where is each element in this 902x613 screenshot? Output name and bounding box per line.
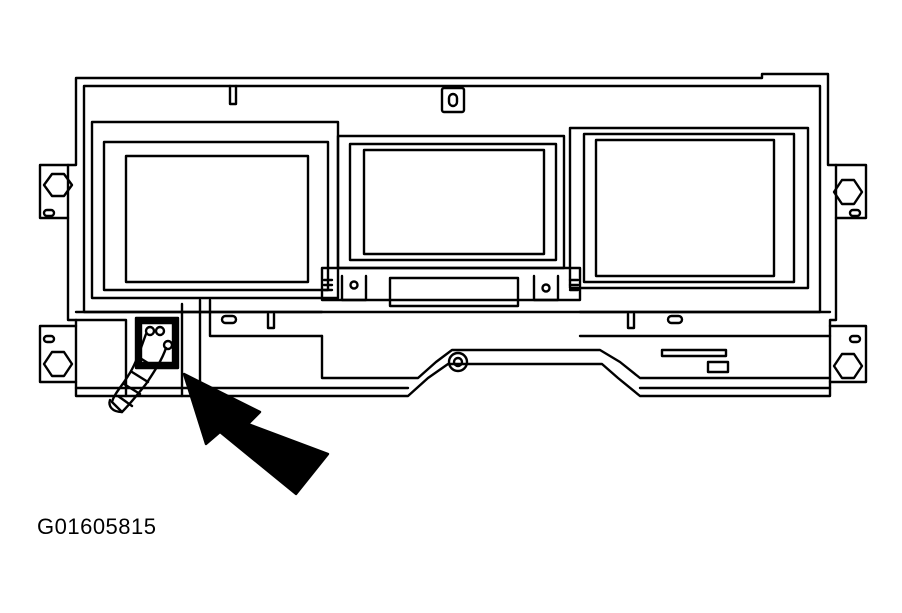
center-lower-module <box>322 268 580 300</box>
right-band-notch <box>628 314 634 328</box>
right-mounting-ear-top <box>836 165 866 218</box>
right-gauge-frame <box>584 134 794 282</box>
left-upper-bolt <box>44 174 72 196</box>
right-mounting-ear-bottom <box>830 326 866 382</box>
connector-pin <box>156 327 164 335</box>
left-mounting-ear-bottom <box>40 326 76 382</box>
right-upper-bolt <box>834 180 862 204</box>
wiring-harness <box>112 334 166 412</box>
center-module-bar <box>390 278 518 306</box>
center-module-outline <box>342 276 558 300</box>
top-clip-left <box>230 86 236 104</box>
left-gauge-lens <box>126 156 308 282</box>
center-module-screw-left <box>351 282 358 289</box>
left-lower-bolt <box>44 352 72 376</box>
lower-band-ledge <box>210 300 830 336</box>
right-band-label-strip <box>662 350 726 356</box>
left-lower-panel <box>76 304 182 396</box>
center-gauge-frame <box>350 144 556 260</box>
top-clip-center <box>442 88 464 112</box>
center-module-screw-right <box>543 285 550 292</box>
center-gauge-lens <box>364 150 544 254</box>
cluster-housing-outline <box>68 74 836 396</box>
center-module-ribs-right <box>570 280 578 290</box>
right-lower-slot <box>850 336 860 342</box>
wiring-harness-tape <box>118 358 156 406</box>
right-lower-bolt <box>834 354 862 378</box>
wiring-harness-end <box>110 400 123 412</box>
right-band-slot <box>668 316 682 323</box>
center-locating-pin-inner <box>454 358 462 366</box>
top-clip-center-slot <box>449 94 457 106</box>
arrow-icon <box>184 374 328 494</box>
right-band-small-box <box>708 362 728 372</box>
center-module-ribs-left <box>324 280 332 290</box>
center-gauge-bezel <box>338 136 564 268</box>
connector-pin <box>164 341 172 349</box>
connector-pin <box>146 327 154 335</box>
left-lower-slot <box>44 336 54 342</box>
figure-id-label: G01605815 <box>37 514 157 539</box>
right-upper-slot <box>850 210 860 216</box>
left-band-notch <box>268 314 274 328</box>
left-gauge-bezel <box>92 122 338 298</box>
right-gauge-bezel <box>570 128 808 288</box>
left-mounting-ear-top <box>40 165 68 218</box>
left-gauge-frame <box>104 142 328 290</box>
lower-band-curve <box>322 336 830 378</box>
center-locating-pin <box>449 353 467 371</box>
left-upper-slot <box>44 210 54 216</box>
left-band-slot <box>222 316 236 323</box>
right-gauge-lens <box>596 140 774 276</box>
